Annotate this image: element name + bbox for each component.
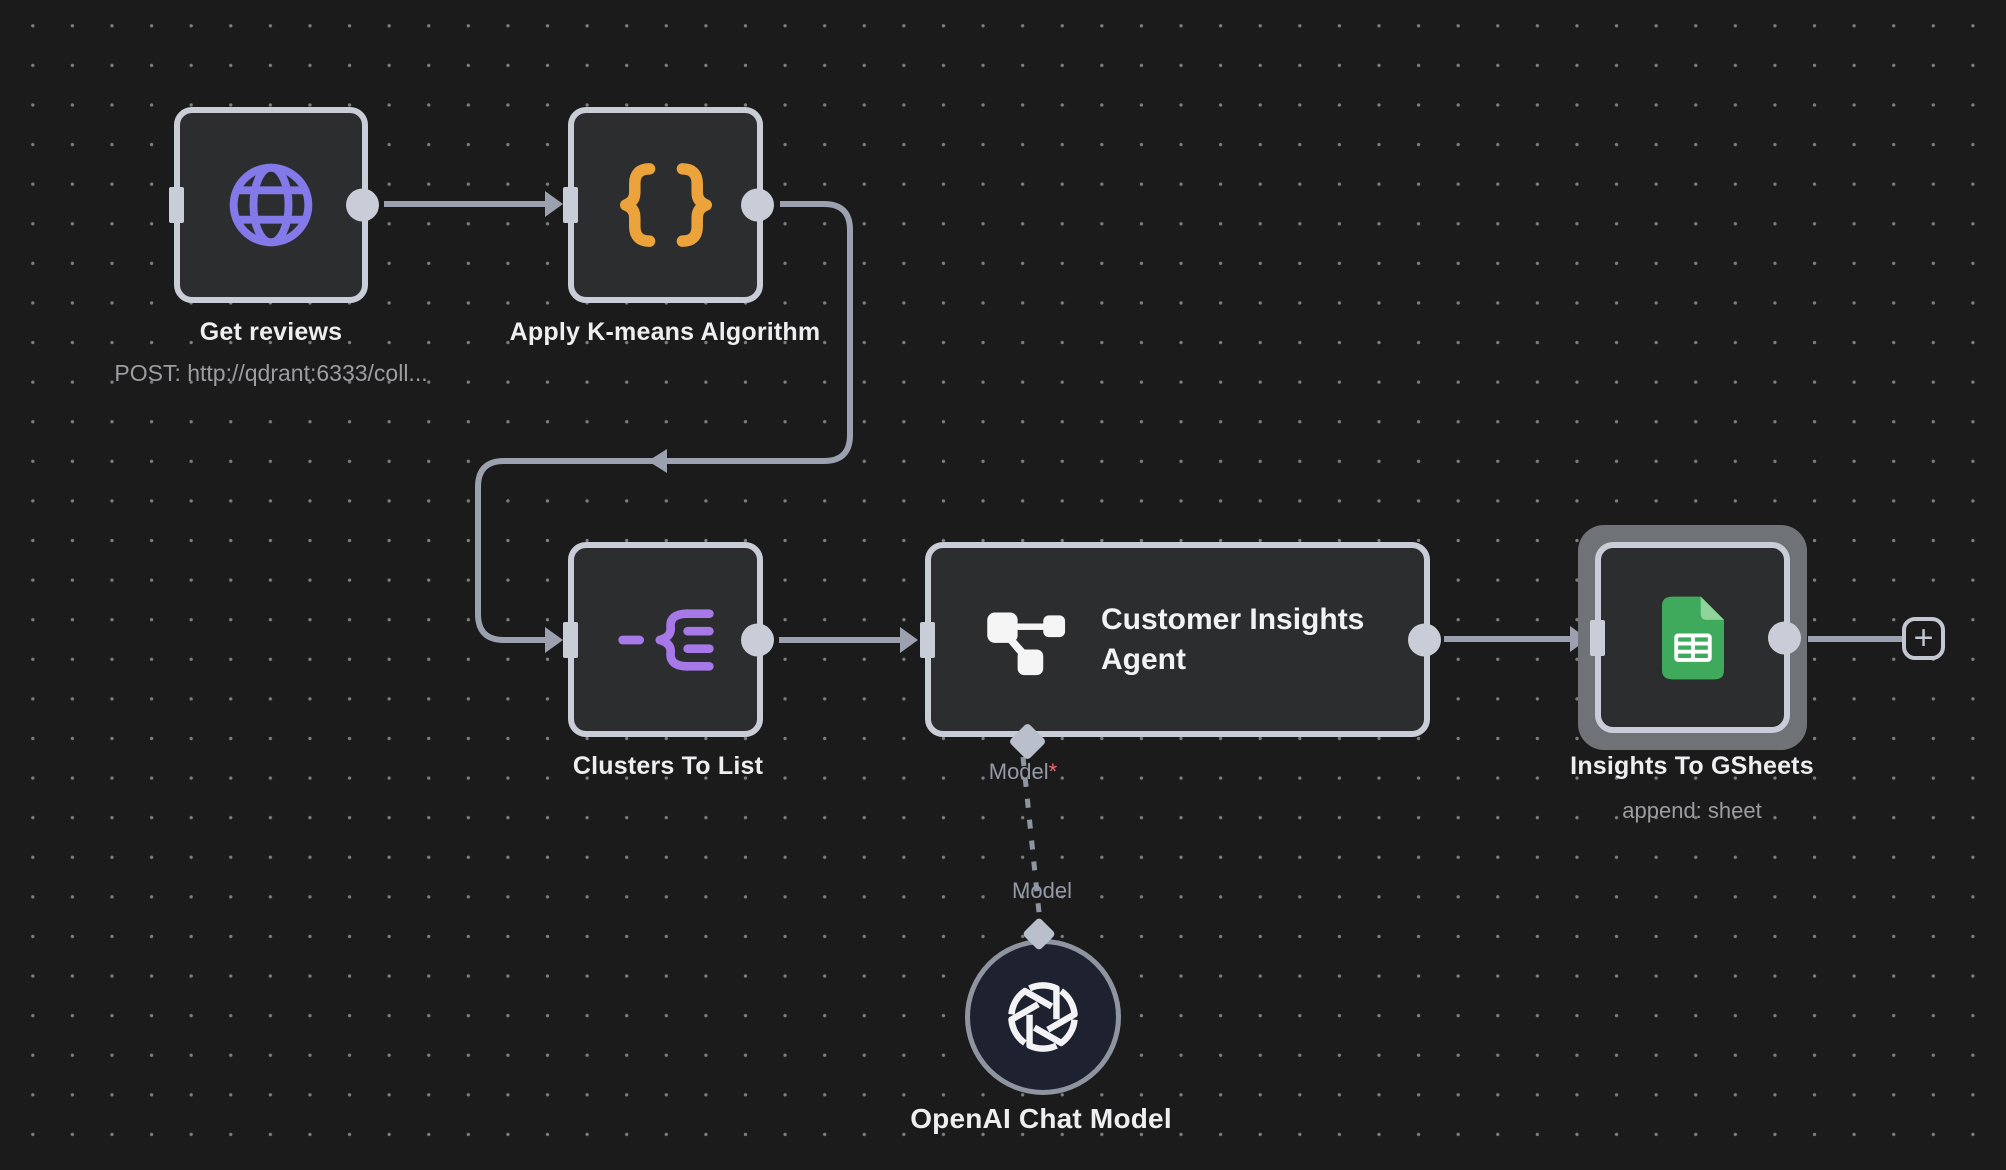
input-port[interactable] — [563, 187, 578, 223]
connection-agent-to-gsheets[interactable] — [1444, 626, 1588, 652]
openai-icon — [1008, 982, 1078, 1052]
node-subtitle-get-reviews: POST: http://qdrant:6333/coll... — [114, 360, 428, 386]
node-label-insights-to-gsheets: Insights To GSheets — [1570, 752, 1814, 780]
node-label-get-reviews: Get reviews — [199, 318, 343, 346]
node-title-customer-insights-agent: Customer Insights Agent — [1101, 602, 1365, 676]
node-label-clusters-to-list: Clusters To List — [572, 752, 764, 780]
node-subtitle-insights-to-gsheets: append: sheet — [1622, 798, 1762, 823]
add-node-button[interactable]: + — [1902, 617, 1945, 660]
output-port[interactable] — [1408, 623, 1441, 656]
node-customer-insights-agent[interactable]: Customer Insights Agent — [920, 542, 1441, 761]
required-asterisk: * — [1048, 759, 1058, 784]
node-openai-chat-model[interactable] — [965, 939, 1121, 1095]
google-sheets-icon — [1661, 596, 1724, 679]
connection-kmeans-to-clusters[interactable] — [475, 201, 853, 653]
input-port[interactable] — [169, 187, 184, 223]
connection-clusters-to-agent[interactable] — [779, 627, 918, 653]
connection-openai-to-agent-model[interactable] — [1020, 756, 1043, 923]
openai-model-port-label: Model — [1012, 878, 1072, 903]
code-braces-icon — [619, 163, 712, 247]
input-port[interactable] — [920, 621, 935, 658]
node-label-openai-chat-model: OpenAI Chat Model — [910, 1103, 1172, 1134]
output-port[interactable] — [741, 623, 774, 656]
node-get-reviews[interactable] — [169, 107, 379, 303]
node-apply-kmeans[interactable] — [563, 107, 774, 303]
input-port[interactable] — [1590, 619, 1605, 656]
ai-agent-icon — [987, 611, 1066, 675]
node-insights-to-gsheets[interactable] — [1590, 542, 1801, 733]
input-port[interactable] — [563, 621, 578, 658]
node-label-apply-kmeans: Apply K-means Algorithm — [509, 318, 821, 346]
node-clusters-to-list[interactable] — [563, 542, 774, 737]
output-port[interactable] — [741, 188, 774, 222]
connection-get-reviews-to-kmeans[interactable] — [384, 191, 563, 217]
model-port-label: Model* — [988, 759, 1058, 784]
split-out-icon — [617, 608, 714, 671]
output-port[interactable] — [346, 188, 379, 222]
output-port[interactable] — [1768, 621, 1801, 654]
globe-icon — [229, 163, 313, 247]
